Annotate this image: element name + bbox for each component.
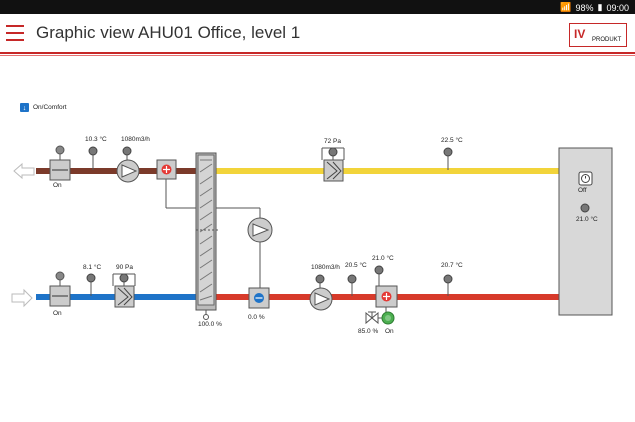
supply-filter-pressure: 90 Pa — [116, 264, 133, 271]
hx-efficiency-value: 100.0 % — [198, 321, 222, 328]
supply-temp-value: 20.7 °C — [441, 262, 463, 269]
battery-level: 98% — [575, 2, 594, 13]
after-fan-temp-value: 20.5 °C — [345, 262, 367, 269]
extract-temp-value: 22.5 °C — [441, 137, 463, 144]
cooler-level-value: 0.0 % — [248, 314, 265, 321]
logo-graphic: IV PRODUKT — [570, 24, 626, 46]
extract-filter[interactable] — [323, 159, 344, 182]
supply-damper-state: On — [53, 310, 62, 317]
after-fan-temp-sensor-icon[interactable] — [347, 274, 357, 284]
outdoor-temp-sensor-icon[interactable] — [86, 273, 96, 283]
exhaust-duct — [36, 168, 196, 174]
menu-icon[interactable] — [6, 25, 24, 41]
exhaust-temp-sensor-icon[interactable] — [88, 146, 98, 156]
wifi-icon: 📶 — [560, 2, 572, 12]
page-title: Graphic view AHU01 Office, level 1 — [36, 23, 301, 42]
brand-logo: IV PRODUKT — [569, 23, 627, 47]
pump-state: On — [385, 328, 394, 335]
mode-icon[interactable] — [20, 103, 29, 112]
svg-text:IV: IV — [574, 27, 585, 41]
heater-temp-value: 21.0 °C — [372, 255, 394, 262]
exhaust-flow-value: 1080m3/h — [121, 136, 150, 143]
header-divider — [0, 55, 635, 56]
app-bar: Graphic view AHU01 Office, level 1 IV PR… — [0, 14, 635, 54]
mode-label: On/Comfort — [33, 104, 67, 111]
extract-filter-pressure: 72 Pa — [324, 138, 341, 145]
clock: 09:00 — [606, 2, 629, 13]
supply-filter[interactable] — [114, 285, 135, 308]
room-state: Off — [578, 187, 587, 194]
supply-pressure-sensor-icon[interactable] — [119, 273, 129, 283]
exhaust-damper-state: On — [53, 182, 62, 189]
exhaust-arrow-icon — [13, 162, 35, 180]
room-temp-sensor-icon[interactable] — [580, 203, 590, 213]
extract-temp-sensor-icon[interactable] — [443, 147, 453, 157]
valve-level-value: 85.0 % — [358, 328, 379, 335]
svg-text:↓: ↓ — [23, 105, 27, 112]
extract-duct — [216, 168, 560, 174]
room-temp-value: 21.0 °C — [576, 216, 598, 223]
heater-temp-sensor-icon[interactable] — [374, 265, 384, 275]
supply-flow-sensor-icon[interactable] — [315, 274, 325, 284]
battery-icon: ▮ — [597, 2, 603, 12]
svg-text:PRODUKT: PRODUKT — [592, 37, 622, 43]
supply-temp-sensor-icon[interactable] — [443, 274, 453, 284]
outdoor-temp-value: 8.1 °C — [83, 264, 102, 271]
supply-flow-value: 1080m3/h — [311, 264, 340, 271]
extract-pressure-sensor-icon[interactable] — [328, 147, 338, 157]
exhaust-temp-value: 10.3 °C — [85, 136, 107, 143]
outdoor-arrow-icon — [11, 288, 33, 308]
status-bar: 📶 98% ▮ 09:00 — [0, 0, 635, 14]
exhaust-flow-sensor-icon[interactable] — [122, 146, 132, 156]
